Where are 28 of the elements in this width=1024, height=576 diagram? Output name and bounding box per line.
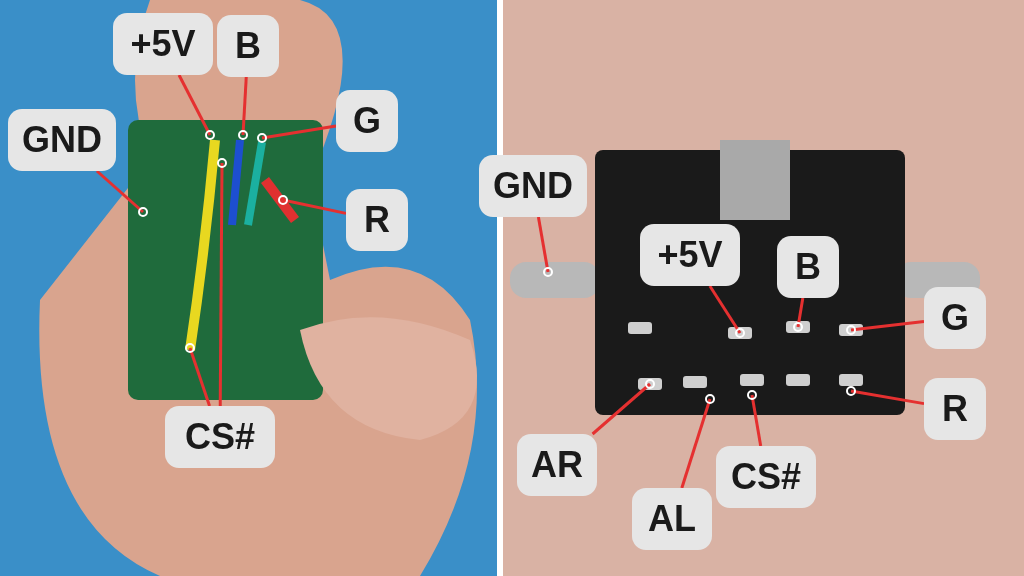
leader-line — [846, 320, 925, 335]
pin-label: B — [777, 236, 839, 298]
leader-line — [747, 390, 763, 447]
leader-line — [708, 285, 745, 338]
leader-line — [591, 379, 655, 436]
leader-line — [257, 124, 337, 143]
leader-line — [793, 297, 805, 332]
pin-label: GND — [479, 155, 587, 217]
pin-label: +5V — [640, 224, 740, 286]
leader-line — [95, 169, 148, 217]
leader-line — [217, 158, 227, 406]
leader-line — [185, 343, 211, 407]
pin-label: CS# — [716, 446, 816, 508]
pin-label: AR — [517, 434, 597, 496]
leader-line — [536, 216, 553, 277]
leader-line — [177, 74, 215, 140]
pin-label: +5V — [113, 13, 213, 75]
pin-label: R — [346, 189, 408, 251]
leader-line — [680, 394, 715, 489]
pin-label: AL — [632, 488, 712, 550]
pin-label: R — [924, 378, 986, 440]
pin-label: CS# — [165, 406, 275, 468]
pin-label: G — [336, 90, 398, 152]
pin-label: GND — [8, 109, 116, 171]
pin-label: G — [924, 287, 986, 349]
leader-line — [238, 76, 248, 140]
leader-line — [278, 195, 347, 215]
pin-label: B — [217, 15, 279, 77]
